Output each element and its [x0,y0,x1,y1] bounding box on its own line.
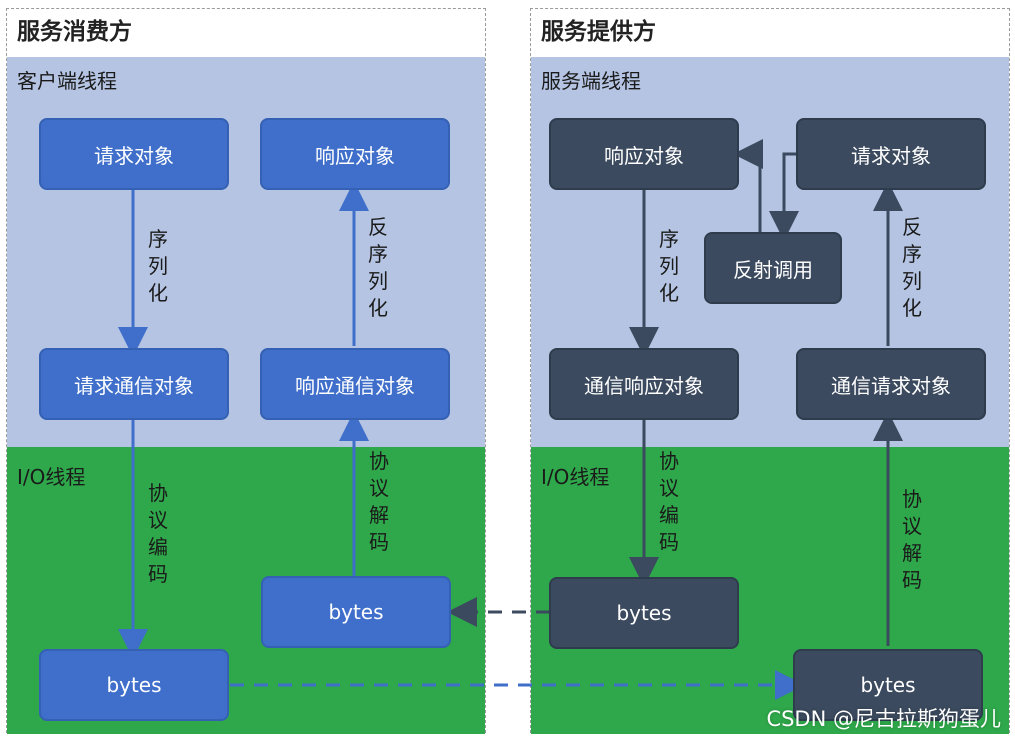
right-comm-response-object-node: 通信响应对象 [549,348,739,420]
right-encode-label: 协议编码 [659,449,679,554]
right-comm-response-object-label: 通信响应对象 [584,373,704,398]
left-serialize-label: 序列化 [148,227,168,305]
left-response-object-label: 响应对象 [315,143,395,168]
left-request-comm-object-label: 请求通信对象 [74,373,194,398]
left-response-comm-object-node: 响应通信对象 [260,348,450,420]
right-response-object-label: 响应对象 [604,143,684,168]
right-bytes-out-node: bytes [549,577,739,649]
right-deserialize-label: 反序列化 [902,215,922,320]
provider-io-thread-label: I/O线程 [541,465,610,489]
reflect-call-node: 反射调用 [704,232,842,304]
csdn-watermark: CSDN @尼古拉斯狗蛋儿 [766,707,1001,731]
right-bytes-in-node: bytes [793,649,983,721]
left-deserialize-label: 反序列化 [368,215,388,320]
provider-title: 服务提供方 [541,19,656,45]
left-encode-label: 协议编码 [148,481,168,586]
left-request-object-node: 请求对象 [39,118,229,190]
right-response-object-node: 响应对象 [549,118,739,190]
right-request-object-node: 请求对象 [796,118,986,190]
left-decode-label: 协议解码 [369,449,389,554]
server-thread-label: 服务端线程 [541,69,641,93]
right-serialize-label: 序列化 [659,227,679,305]
client-thread-label: 客户端线程 [17,69,117,93]
right-decode-label: 协议解码 [902,487,922,592]
consumer-io-thread-label: I/O线程 [17,465,86,489]
left-bytes-in-label: bytes [328,600,384,624]
right-bytes-in-label: bytes [860,673,916,697]
right-comm-request-object-label: 通信请求对象 [831,373,951,398]
left-bytes-out-label: bytes [106,673,162,697]
left-bytes-out-node: bytes [39,649,229,721]
consumer-title: 服务消费方 [17,19,132,45]
right-comm-request-object-node: 通信请求对象 [796,348,986,420]
left-response-comm-object-label: 响应通信对象 [295,373,415,398]
left-request-object-label: 请求对象 [94,143,174,168]
left-response-object-node: 响应对象 [260,118,450,190]
left-bytes-in-node: bytes [261,576,451,648]
left-request-comm-object-node: 请求通信对象 [39,348,229,420]
right-request-object-label: 请求对象 [851,143,931,168]
reflect-call-label: 反射调用 [733,257,813,282]
right-bytes-out-label: bytes [616,601,672,625]
